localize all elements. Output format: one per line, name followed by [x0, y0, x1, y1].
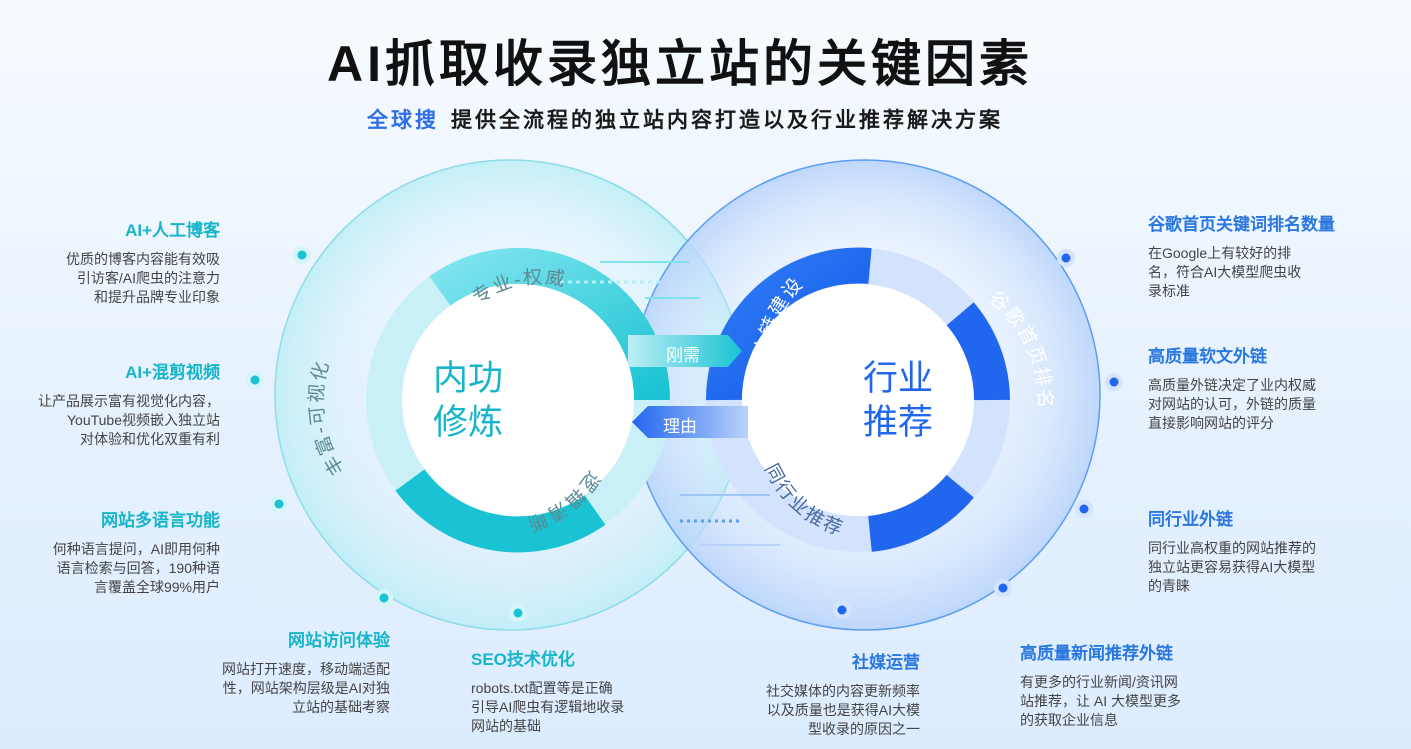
left-ring-arc-bottom — [395, 468, 606, 553]
block-desc: 社交媒体的内容更新频率 以及质量也是获得AI大模 型收录的原因之一 — [766, 683, 920, 737]
right-ring-arc-bottom — [867, 474, 974, 552]
left-block-site-experience: 网站访问体验 网站打开速度，移动端适配 性，网站架构层级是AI对独 立站的基础考… — [160, 626, 390, 717]
right-ring-arc-top — [705, 247, 872, 401]
left-block-ai-video: AI+混剪视频 让产品展示富有视觉化内容， YouTube视频嵌入独立站 对体验… — [0, 358, 220, 449]
right-center-label: 行业 推荐 — [862, 359, 933, 442]
block-title: SEO技术优化 — [471, 650, 575, 669]
block-desc: 高质量外链决定了业内权威 对网站的认可，外链的质量 直接影响网站的评分 — [1148, 377, 1316, 431]
block-desc: 有更多的行业新闻/资讯网 站推荐，让 AI 大模型更多 的获取企业信息 — [1020, 674, 1182, 728]
right-block-industry-backlinks: 同行业外链 同行业高权重的网站推荐的 独立站更容易获得AI大模型 的青睐 — [1148, 505, 1388, 596]
tagline: 提供全流程的独立站内容打造以及行业推荐解决方案 — [451, 109, 1003, 132]
block-desc: 优质的博客内容能有效吸 引访客/AI爬虫的注意力 和提升品牌专业印象 — [66, 251, 220, 305]
arrow-label-rigid-demand: 刚需 — [666, 346, 700, 365]
arrow-label-reason: 理由 — [663, 417, 697, 436]
block-title: AI+混剪视频 — [125, 363, 220, 382]
right-ring-arc-right — [945, 302, 1010, 401]
block-title: 高质量软文外链 — [1148, 347, 1267, 366]
left-block-multilingual: 网站多语言功能 何种语言提问，AI即用何种 语言检索与回答，190种语 言覆盖全… — [0, 506, 220, 597]
left-center-label: 内功 修炼 — [432, 359, 503, 442]
block-title: 同行业外链 — [1148, 510, 1233, 529]
block-title: 谷歌首页关键词排名数量 — [1148, 215, 1335, 234]
left-halo-dots — [246, 246, 527, 622]
block-title: 网站访问体验 — [288, 631, 390, 650]
left-block-seo: SEO技术优化 robots.txt配置等是正确 引导AI爬虫有逻辑地收录 网站… — [471, 645, 701, 736]
page-subtitle: 全球搜提供全流程的独立站内容打造以及行业推荐解决方案 — [0, 104, 1370, 134]
right-block-quality-backlinks: 高质量软文外链 高质量外链决定了业内权威 对网站的认可，外链的质量 直接影响网站… — [1148, 342, 1388, 433]
block-desc: 同行业高权重的网站推荐的 独立站更容易获得AI大模型 的青睐 — [1148, 540, 1316, 594]
arrow-right — [628, 335, 742, 367]
right-block-news-backlinks: 高质量新闻推荐外链 有更多的行业新闻/资讯网 站推荐，让 AI 大模型更多 的获… — [1020, 639, 1260, 730]
block-desc: 何种语言提问，AI即用何种 语言检索与回答，190种语 言覆盖全球99%用户 — [52, 541, 220, 595]
right-block-social-media: 社媒运营 社交媒体的内容更新频率 以及质量也是获得AI大模 型收录的原因之一 — [690, 648, 920, 739]
page-title: AI抓取收录独立站的关键因素 — [327, 36, 1033, 92]
block-title: 高质量新闻推荐外链 — [1020, 644, 1173, 663]
block-desc: 网站打开速度，移动端适配 性，网站架构层级是AI对独 立站的基础考察 — [222, 661, 390, 715]
brand-name: 全球搜 — [367, 109, 439, 132]
left-block-ai-blog: AI+人工博客 优质的博客内容能有效吸 引访客/AI爬虫的注意力 和提升品牌专业… — [0, 216, 220, 307]
block-desc: 让产品展示富有视觉化内容， YouTube视频嵌入独立站 对体验和优化双重有利 — [38, 393, 220, 447]
block-title: 社媒运营 — [852, 653, 920, 672]
arrow-left — [632, 406, 748, 438]
right-block-google-ranking: 谷歌首页关键词排名数量 在Google上有较好的排 名，符合AI大模型爬虫收 录… — [1148, 210, 1388, 301]
block-title: AI+人工博客 — [125, 221, 220, 240]
block-desc: 在Google上有较好的排 名，符合AI大模型爬虫收 录标准 — [1148, 245, 1302, 299]
block-title: 网站多语言功能 — [101, 511, 220, 530]
right-halo-dots — [833, 249, 1123, 619]
block-desc: robots.txt配置等是正确 引导AI爬虫有逻辑地收录 网站的基础 — [471, 680, 625, 734]
